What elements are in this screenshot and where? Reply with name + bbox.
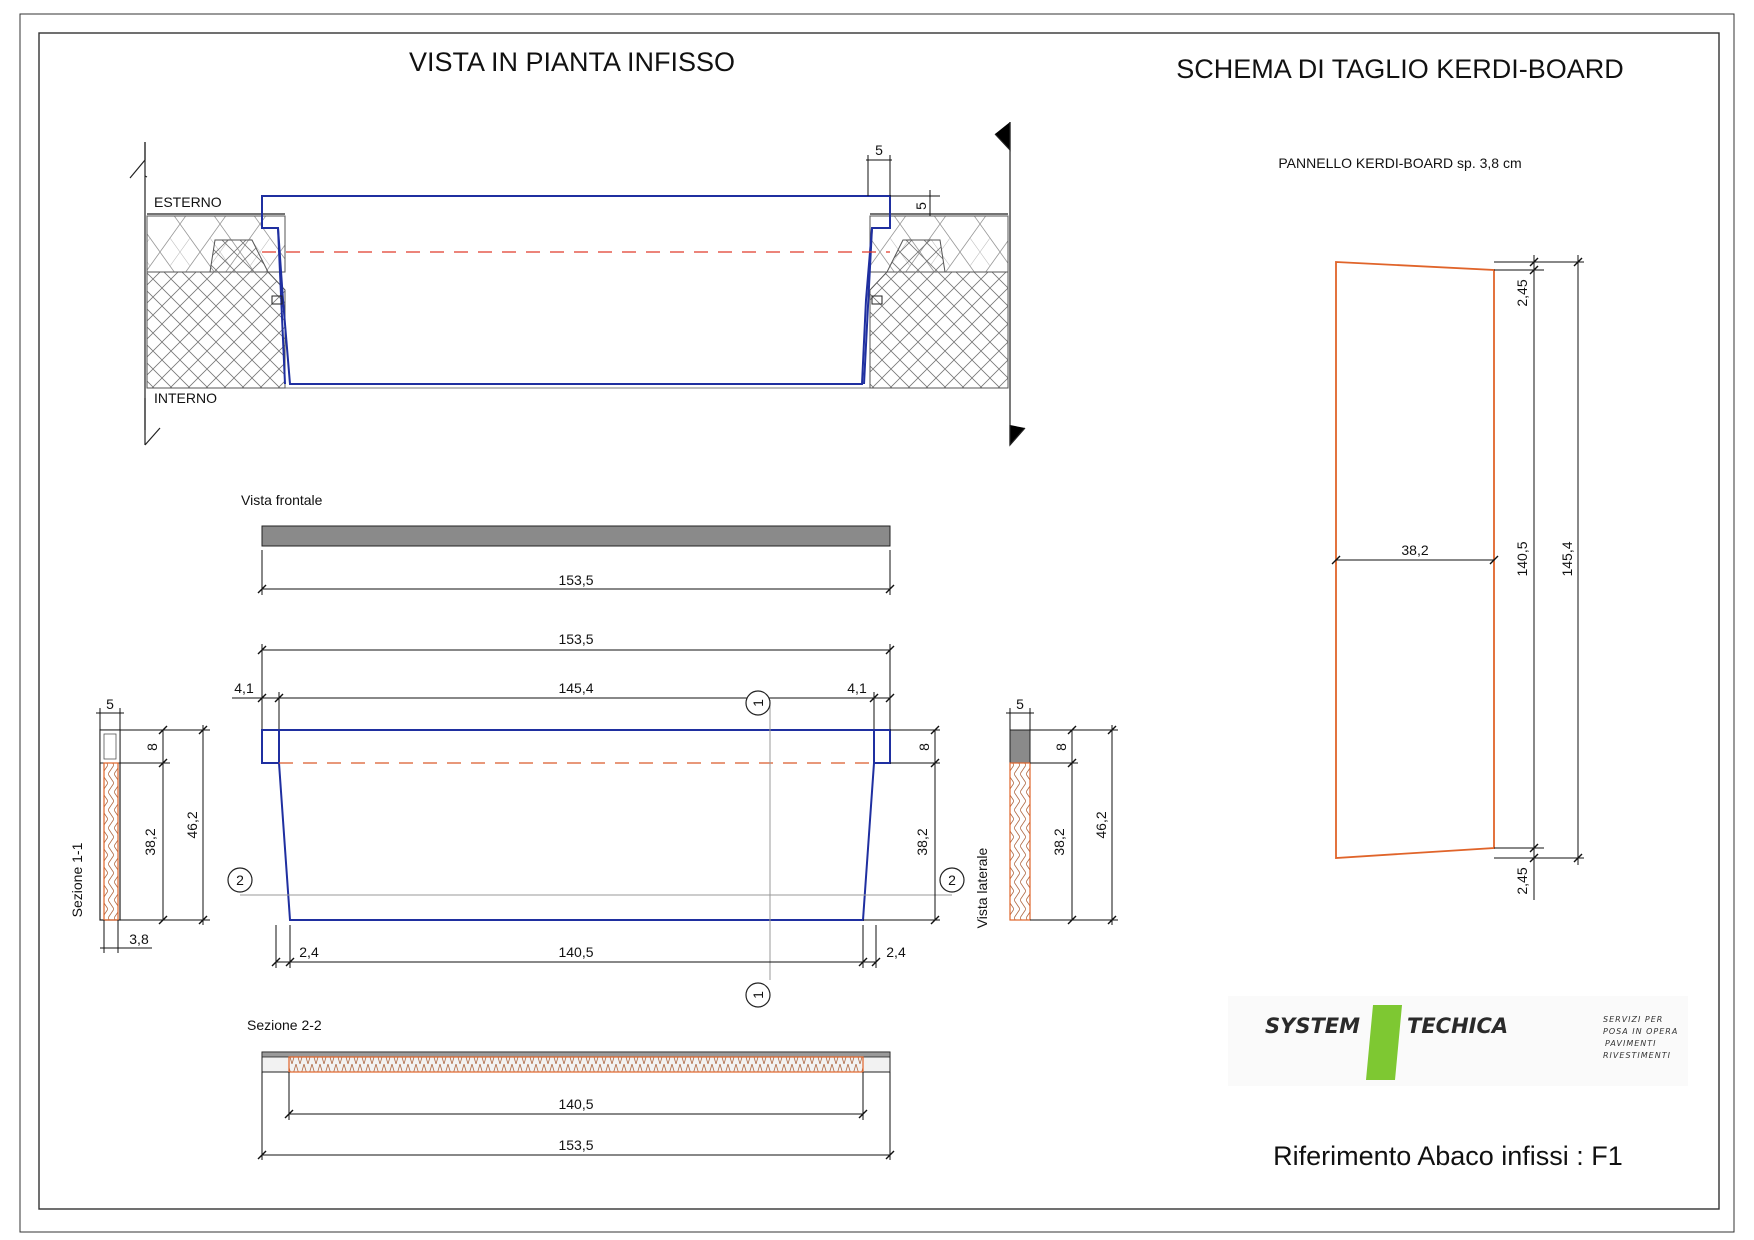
front-view-bar bbox=[261, 525, 891, 547]
main-dim-inner: 145,4 bbox=[558, 680, 593, 696]
logo-tagline-3: PAVIMENTI bbox=[1605, 1039, 1657, 1048]
side-view-panel bbox=[1009, 762, 1031, 921]
logo-tagline-1: SERVIZI PER bbox=[1603, 1015, 1663, 1024]
company-logo: SYSTEM TECHICA SERVIZI PER POSA IN OPERA… bbox=[1228, 996, 1688, 1086]
section-22-panel bbox=[288, 1056, 864, 1073]
window-frame-plan bbox=[261, 195, 891, 385]
main-dim-total: 153,5 bbox=[558, 631, 593, 647]
reference-label: Riferimento Abaco infissi : F1 bbox=[1273, 1141, 1623, 1171]
section-11-dim-width: 5 bbox=[106, 696, 114, 712]
section-11-panel bbox=[103, 762, 119, 921]
section-11-label: Sezione 1-1 bbox=[69, 842, 85, 917]
kerdi-board-panel: PANNELLO KERDI-BOARD sp. 3,8 cm 38,2 2,4… bbox=[1278, 155, 1584, 900]
section-22-dim-total: 153,5 bbox=[558, 1137, 593, 1153]
main-dim-bottom: 140,5 bbox=[558, 944, 593, 960]
section-22-label: Sezione 2-2 bbox=[247, 1017, 322, 1033]
logo-green-bar bbox=[1366, 1005, 1402, 1080]
section-11-dim-total: 46,2 bbox=[184, 811, 200, 838]
section-1-1: Sezione 1-1 5 8 38,2 46,2 3,8 bbox=[69, 696, 210, 953]
outer-border bbox=[19, 13, 1735, 1233]
panel-dim-inner-length: 140,5 bbox=[1514, 541, 1530, 576]
right-title: SCHEMA DI TAGLIO KERDI-BOARD bbox=[1176, 54, 1624, 84]
front-view: Vista frontale 153,5 bbox=[241, 492, 895, 595]
side-view-dim-total: 46,2 bbox=[1093, 811, 1109, 838]
marker-1-bottom: 1 bbox=[750, 991, 766, 999]
side-view-dim-height: 38,2 bbox=[1051, 828, 1067, 855]
main-dim-height: 38,2 bbox=[914, 828, 930, 855]
front-dim-total: 153,5 bbox=[558, 572, 593, 588]
panel-dim-top-offset: 2,45 bbox=[1514, 279, 1530, 306]
front-view-label: Vista frontale bbox=[241, 492, 323, 508]
section-11-dim-top: 8 bbox=[144, 743, 160, 751]
marker-2-left: 2 bbox=[236, 872, 244, 888]
dim-frame-depth: 5 bbox=[913, 202, 929, 210]
panel-dim-width: 38,2 bbox=[1401, 542, 1428, 558]
marker-1-top: 1 bbox=[750, 699, 766, 707]
main-dim-top-band: 8 bbox=[916, 743, 932, 751]
section-2-2: Sezione 2-2 140,5 153,5 bbox=[247, 1017, 895, 1160]
main-dim-bottom-right: 2,4 bbox=[886, 944, 906, 960]
left-title: VISTA IN PIANTA INFISSO bbox=[409, 47, 735, 77]
interno-label: INTERNO bbox=[154, 390, 217, 406]
logo-left-text: SYSTEM bbox=[1265, 1014, 1360, 1038]
main-elevation: 153,5 4,1 145,4 4,1 1 1 2 2 8 38,2 bbox=[227, 631, 965, 1008]
logo-tagline-2: POSA IN OPERA bbox=[1603, 1027, 1678, 1036]
panel-dim-total-length: 145,4 bbox=[1559, 541, 1575, 576]
main-dim-right-flange: 4,1 bbox=[847, 680, 867, 696]
marker-2-right: 2 bbox=[948, 872, 956, 888]
dim-frame-width: 5 bbox=[875, 142, 883, 158]
logo-right-text: TECHICA bbox=[1407, 1014, 1508, 1038]
section-22-dim-inner: 140,5 bbox=[558, 1096, 593, 1112]
side-view-dim-width: 5 bbox=[1016, 696, 1024, 712]
plan-view: ESTERNO INTERNO 5 5 bbox=[129, 122, 1026, 447]
frame-elevation bbox=[261, 729, 891, 921]
esterno-label: ESTERNO bbox=[154, 194, 222, 210]
section-11-dim-thickness: 3,8 bbox=[129, 931, 149, 947]
side-view-dim-top: 8 bbox=[1053, 743, 1069, 751]
main-dim-left-flange: 4,1 bbox=[234, 680, 254, 696]
panel-label: PANNELLO KERDI-BOARD sp. 3,8 cm bbox=[1278, 155, 1521, 171]
side-view: Vista laterale 5 8 38,2 46,2 bbox=[974, 696, 1118, 928]
side-view-label: Vista laterale bbox=[974, 847, 990, 928]
section-11-dim-height: 38,2 bbox=[142, 828, 158, 855]
inner-border bbox=[38, 32, 1720, 1210]
panel-dim-bottom-offset: 2,45 bbox=[1514, 867, 1530, 894]
main-dim-bottom-left: 2,4 bbox=[299, 944, 319, 960]
logo-tagline-4: RIVESTIMENTI bbox=[1603, 1051, 1671, 1060]
